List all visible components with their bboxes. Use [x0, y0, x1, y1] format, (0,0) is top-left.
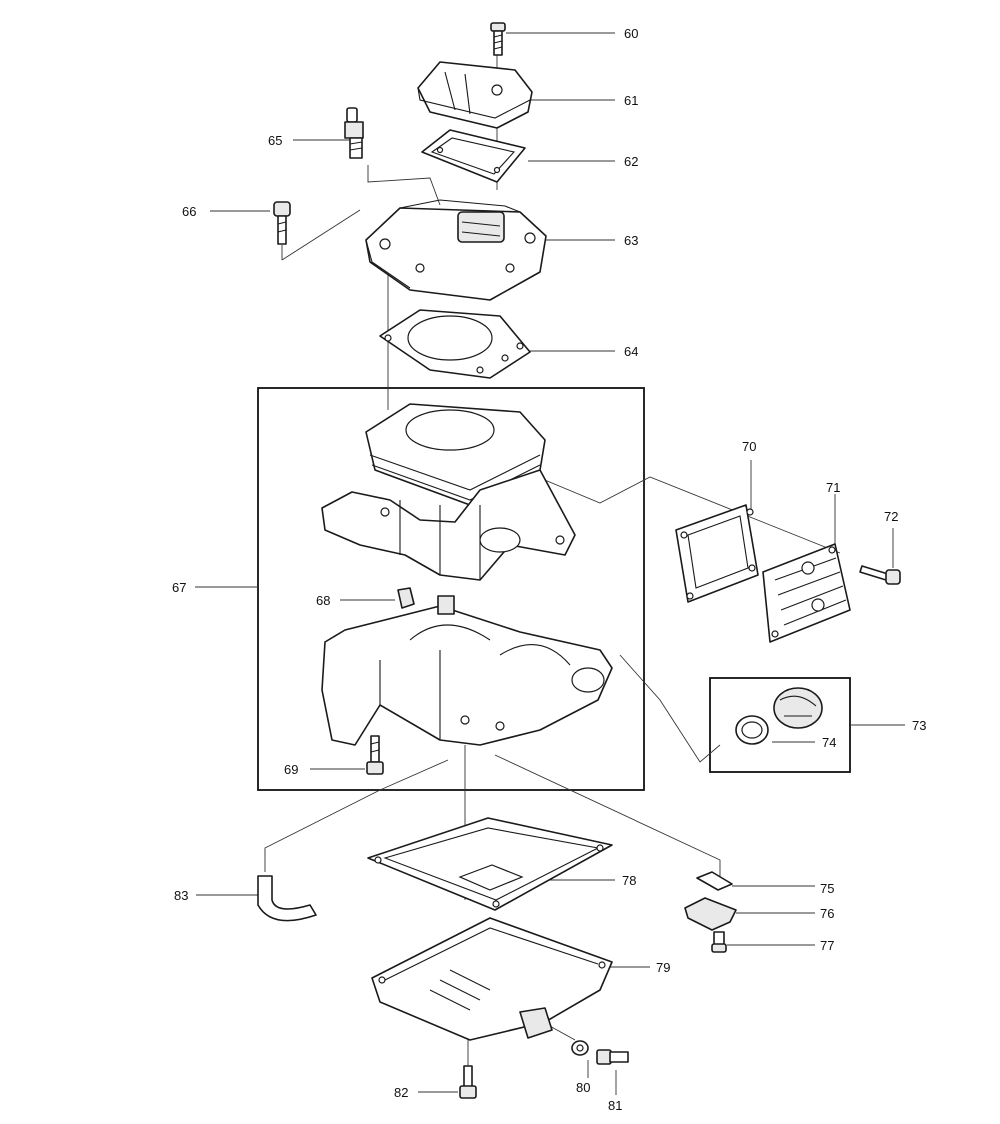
label-81: 81 [608, 1098, 622, 1113]
label-73: 73 [912, 718, 926, 733]
valve-cover-61 [417, 61, 533, 129]
drain-bolt-81 [596, 1049, 629, 1065]
oil-cap-73 [773, 687, 823, 729]
label-64: 64 [624, 344, 638, 359]
valve-cover-gasket-62 [421, 129, 526, 183]
cover-76 [684, 897, 737, 931]
plate-75 [696, 871, 733, 891]
bolt-60 [490, 22, 506, 56]
plug-68 [397, 587, 415, 609]
bolt-66 [273, 201, 291, 245]
label-62: 62 [624, 154, 638, 169]
label-60: 60 [624, 26, 638, 41]
label-68: 68 [316, 593, 330, 608]
washer-80 [571, 1040, 589, 1056]
label-77: 77 [820, 938, 834, 953]
leader-lines [195, 32, 905, 1095]
head-gasket-64 [379, 309, 531, 379]
label-75: 75 [820, 881, 834, 896]
part-number-labels: 60 61 62 63 64 65 66 67 68 69 70 71 72 7… [172, 26, 926, 1113]
side-cover-71 [762, 543, 851, 643]
label-80: 80 [576, 1080, 590, 1095]
bolt-72 [859, 565, 901, 585]
cylinder-block [321, 403, 576, 581]
spark-plug-65 [344, 107, 364, 159]
oil-pan-79 [371, 917, 613, 1041]
bolt-69 [366, 735, 384, 775]
label-69: 69 [284, 762, 298, 777]
oil-cap-assembly-frame [709, 677, 851, 773]
label-67: 67 [172, 580, 186, 595]
label-82: 82 [394, 1085, 408, 1100]
label-61: 61 [624, 93, 638, 108]
label-79: 79 [656, 960, 670, 975]
crankcase [321, 595, 613, 746]
cylinder-head-63 [365, 199, 547, 301]
label-78: 78 [622, 873, 636, 888]
label-74: 74 [822, 735, 836, 750]
label-66: 66 [182, 204, 196, 219]
o-ring-74 [735, 715, 769, 745]
oil-pan-gasket-78 [367, 817, 613, 911]
label-71: 71 [826, 480, 840, 495]
label-63: 63 [624, 233, 638, 248]
side-cover-gasket-70 [675, 504, 759, 603]
label-65: 65 [268, 133, 282, 148]
label-83: 83 [174, 888, 188, 903]
label-76: 76 [820, 906, 834, 921]
bolt-82 [459, 1065, 477, 1099]
bolt-77 [711, 931, 727, 953]
label-70: 70 [742, 439, 756, 454]
label-72: 72 [884, 509, 898, 524]
cylinder-crankcase-assembly-frame [257, 387, 645, 791]
breather-hose-83 [257, 875, 317, 922]
